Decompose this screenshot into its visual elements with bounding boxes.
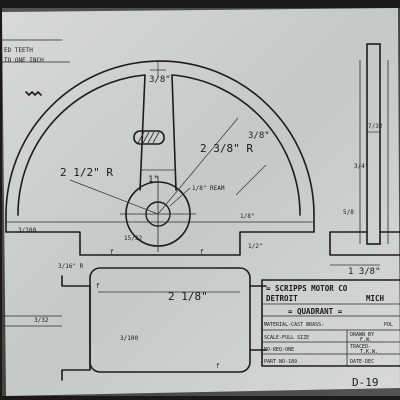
base-flange [5, 214, 315, 256]
tb-traced-initials: T.K.W. [360, 349, 378, 355]
dim-side-offset: 5/8 [343, 209, 354, 216]
center-spoke [139, 74, 177, 191]
dim-rim-line [235, 164, 267, 196]
tb-part-name: = QUADRANT = [288, 307, 343, 316]
tb-city-left: DETROIT [266, 294, 298, 303]
dim-rim-thickness: 3/8" [248, 131, 270, 141]
dim-hub-top-line [150, 60, 166, 78]
tb-city-right: MICH [366, 294, 385, 303]
dim-base-left: 3/100 [18, 227, 36, 234]
dim-outer-radius-line [69, 179, 159, 215]
title-block [261, 279, 400, 367]
inner-rim-arc-right [171, 74, 301, 216]
plan-body [89, 267, 251, 373]
quadrant-side-view [329, 43, 400, 266]
tb-part-no: PART NO-189 [264, 359, 297, 365]
dim-base-step: 1/2" [248, 243, 262, 250]
dim-outer-radius: 2 1/2" R [60, 166, 113, 179]
dim-hub-dia: 15/32 [124, 235, 142, 242]
side-hidden [359, 60, 389, 244]
tb-material-note: POL [384, 322, 393, 328]
finish-mark-4: f [216, 363, 220, 370]
title-block-rules [262, 303, 400, 366]
plan-right-stub [249, 285, 267, 351]
teeth-note-line1: ED TEETH [4, 47, 33, 54]
dim-plan-slot: 3/32 [34, 317, 49, 324]
dim-spoke-width: 1" [148, 175, 159, 185]
finish-mark-2: f [200, 249, 204, 256]
dim-ream: 1/8" REAM [192, 185, 225, 192]
title-block-border [261, 279, 400, 367]
finish-mark-3: f [96, 283, 100, 290]
dim-inner-radius: 2 3/8" R [200, 142, 253, 155]
dim-base-height: 1/8" [240, 213, 254, 220]
gear-teeth [25, 91, 42, 96]
side-web [366, 43, 381, 245]
finish-mark-1: f [110, 249, 114, 256]
side-foot [329, 231, 400, 256]
tb-date: DATE-DEC [350, 359, 374, 365]
dim-plan-height: 3/100 [120, 335, 138, 342]
paper-texture [2, 8, 400, 396]
tb-drawn-initials: F.W. [360, 337, 372, 343]
outer-rim-arc [5, 60, 315, 216]
tb-company: = SCRIPPS MOTOR CO [266, 284, 348, 293]
dim-side-width: 7/32 [368, 123, 383, 130]
tb-traced: TRACED- [350, 344, 371, 350]
spoke-slot [133, 130, 165, 145]
dim-plan-length: 2 1/8" [168, 290, 208, 303]
plan-shaft [0, 315, 62, 327]
dim-side-base: 1 3/8" [348, 267, 381, 277]
inner-rim-arc-left [17, 74, 146, 216]
tb-drawn-by: DRAWN BY [350, 332, 374, 338]
drawing-number: D-19 [352, 376, 379, 389]
dim-ream-leader [169, 187, 191, 207]
quadrant-front-view [5, 60, 315, 256]
dim-plan-left: 3/16" R [58, 263, 84, 270]
slot-hatch [137, 131, 160, 144]
dim-inner-radius-line [157, 117, 239, 215]
tb-quantity: NO-REQ-ONE [264, 347, 294, 353]
dim-hub-top: 3/8" [149, 75, 171, 85]
tb-material: MATERIAL-CAST BRASS- [264, 322, 324, 328]
dim-side-height: 3/4" [354, 163, 368, 170]
tb-scale: SCALE-FULL SIZE [264, 335, 309, 341]
teeth-note: ED TEETH TO ONE INCH [0, 39, 70, 64]
teeth-note-line2: TO ONE INCH [4, 57, 44, 64]
quadrant-plan-view [0, 267, 267, 381]
